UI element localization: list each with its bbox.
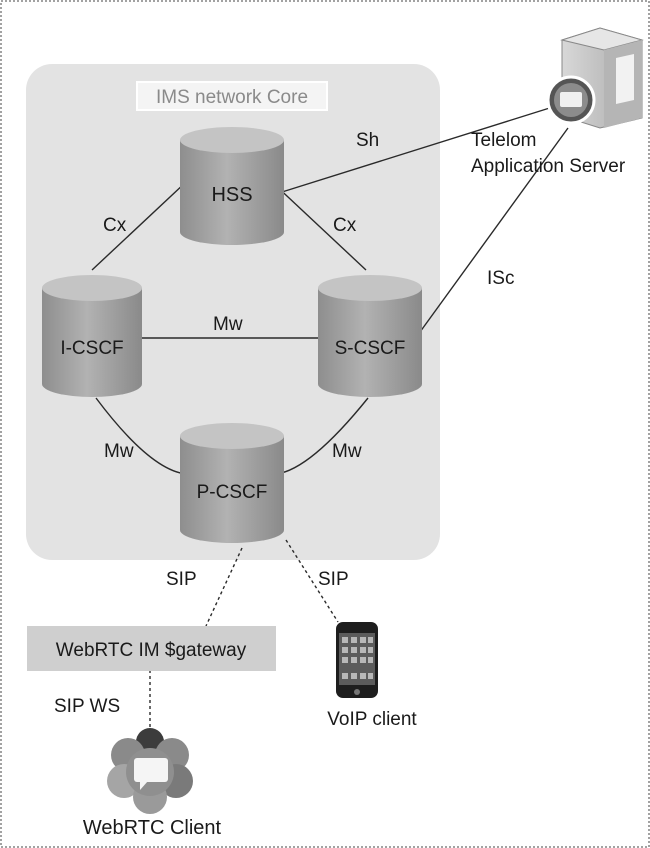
link-cx-right bbox=[271, 181, 367, 271]
sip-left-label: SIP bbox=[166, 569, 197, 590]
link-sip-right bbox=[285, 539, 339, 623]
hss-node: HSS bbox=[180, 127, 284, 245]
icscf-label: I-CSCF bbox=[60, 338, 123, 359]
webrtc-client-label: WebRTC Client bbox=[83, 817, 222, 839]
link-cx-left bbox=[91, 181, 187, 271]
scscf-label: S-CSCF bbox=[335, 338, 406, 359]
mw-left-label: Mw bbox=[104, 441, 134, 462]
link-sh bbox=[281, 105, 557, 193]
app-server: Telelom Application Server bbox=[471, 27, 644, 177]
isc-label: ISc bbox=[487, 268, 514, 289]
gateway-label: WebRTC IM $gateway bbox=[56, 640, 247, 661]
server-icon bbox=[546, 27, 644, 129]
mw-mid-label: Mw bbox=[213, 314, 243, 335]
pcscf-node: P-CSCF bbox=[180, 423, 284, 543]
link-mw-left bbox=[95, 397, 187, 475]
app-server-line1: Telelom bbox=[471, 130, 536, 151]
webrtc-logo-icon bbox=[107, 728, 193, 814]
sip-ws-label: SIP WS bbox=[54, 696, 120, 717]
smartphone-icon bbox=[336, 622, 378, 698]
gateway-box: WebRTC IM $gateway bbox=[27, 626, 276, 671]
cx-right-label: Cx bbox=[333, 215, 357, 236]
hss-label: HSS bbox=[211, 184, 252, 206]
icscf-node: I-CSCF bbox=[42, 275, 142, 397]
app-server-line2: Application Server bbox=[471, 156, 626, 177]
link-sip-left bbox=[205, 547, 243, 627]
sh-label: Sh bbox=[356, 130, 379, 151]
core-title: IMS network Core bbox=[156, 87, 308, 108]
cx-left-label: Cx bbox=[103, 215, 127, 236]
link-isc bbox=[419, 127, 569, 333]
ims-core-region bbox=[26, 64, 440, 560]
pcscf-label: P-CSCF bbox=[197, 482, 268, 503]
voip-client-label: VoIP client bbox=[327, 709, 417, 730]
webrtc-client: WebRTC Client bbox=[83, 728, 222, 839]
connections bbox=[91, 105, 569, 475]
scscf-node: S-CSCF bbox=[318, 275, 422, 397]
mw-right-label: Mw bbox=[332, 441, 362, 462]
sip-right-label: SIP bbox=[318, 569, 349, 590]
voip-client: VoIP client bbox=[327, 622, 417, 730]
core-title-box: IMS network Core bbox=[136, 81, 328, 111]
